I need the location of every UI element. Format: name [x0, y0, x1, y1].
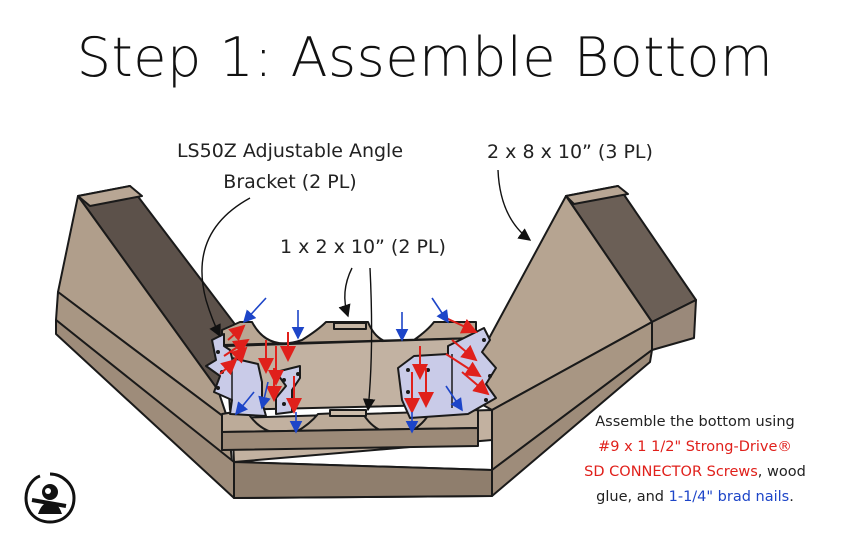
- screw-arrows: [219, 317, 490, 414]
- back-cradle-board: [221, 321, 477, 346]
- bracket-callout-line2: Bracket (2 PL): [223, 171, 357, 193]
- screws-text-line2: SD CONNECTOR Screws: [584, 464, 758, 480]
- instructions-intro: Assemble the bottom using: [595, 414, 795, 430]
- callout-arrows: [201, 169, 532, 412]
- right-side-board: [459, 185, 697, 471]
- assembly-instructions: Assemble the bottom using #9 x 1 1/2" St…: [560, 410, 830, 510]
- wood-text: , wood: [757, 464, 806, 480]
- bracket-callout-line1: LS50Z Adjustable Angle: [176, 140, 404, 162]
- woodworker-logo-icon: [24, 472, 76, 524]
- board-1x2-callout: 1 x 2 x 10” (2 PL): [280, 236, 446, 258]
- period-text: .: [789, 489, 794, 505]
- screws-text-line1: #9 x 1 1/2" Strong-Drive®: [598, 439, 792, 455]
- page-title: Step 1: Assemble Bottom: [76, 26, 774, 89]
- glue-text: glue, and: [596, 489, 669, 505]
- board-2x8-callout: 2 x 8 x 10” (3 PL): [487, 141, 653, 163]
- nail-arrows: [234, 297, 463, 434]
- front-cradle-face: [221, 427, 479, 451]
- nails-text: 1-1/4" brad nails: [668, 489, 790, 505]
- bracket-callout: LS50Z Adjustable Angle Bracket (2 PL): [160, 136, 420, 198]
